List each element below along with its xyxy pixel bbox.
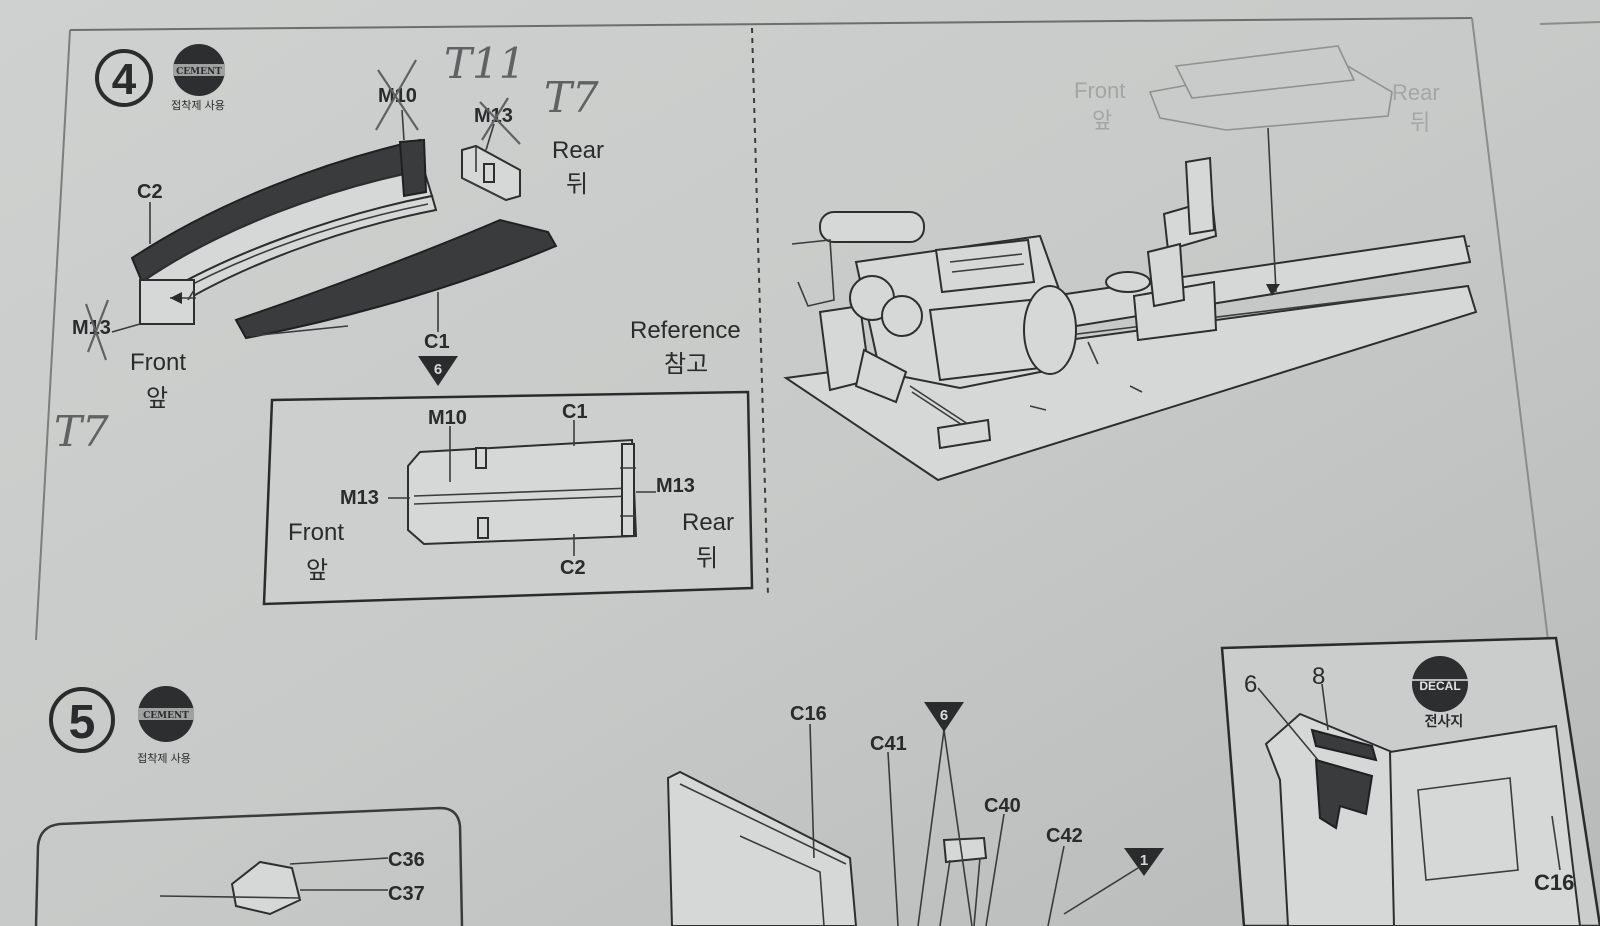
svg-text:6: 6 [434, 361, 442, 378]
label-c36: C36 [388, 849, 425, 871]
label-front-ko: 앞 [146, 385, 168, 412]
label-c1: C1 [424, 331, 450, 353]
label-c16: C16 [790, 703, 827, 725]
svg-text:1: 1 [1140, 852, 1148, 869]
chassis-rear-ko: 뒤 [1410, 110, 1430, 135]
decal-number-6: 6 [1244, 671, 1257, 698]
cement-caption: 접착제 사용 [171, 99, 225, 112]
cement-badge-text-step5: CEMENT [143, 711, 189, 721]
handwritten-corrections: T11 T7 T7 [54, 39, 599, 456]
chassis-rear-en: Rear [1392, 80, 1440, 105]
label-m10: M10 [378, 85, 417, 107]
chassis-front-en: Front [1074, 78, 1125, 103]
decal-box: 6 8 DECAL 전사지 C16 [1220, 636, 1600, 926]
step5-subbox [34, 806, 464, 926]
label-c37: C37 [388, 883, 425, 905]
ref-label-rear-ko: 뒤 [696, 545, 718, 572]
label-c40: C40 [984, 795, 1021, 817]
reference-triangle-icon: 6 [418, 356, 458, 386]
ref-label-m10: M10 [428, 407, 467, 429]
decal-caption: 전사지 [1425, 713, 1464, 729]
label-rear-en: Rear [552, 137, 604, 164]
label-c2: C2 [137, 181, 163, 203]
marker-6-triangle-icon: 6 [924, 702, 964, 732]
chassis-drawing [783, 45, 1478, 482]
decal-number-8: 8 [1312, 663, 1325, 690]
reference-box: M10 C1 M13 M13 C2 Front 앞 Rear 뒤 [262, 390, 754, 606]
handwritten-t7-top: T7 [544, 73, 599, 122]
step5-number: 5 [69, 696, 96, 749]
cement-badge-text: CEMENT [176, 67, 222, 77]
label-rear-ko: 뒤 [566, 171, 588, 198]
chassis-front-ko: 앞 [1092, 108, 1112, 133]
step4-frame [69, 17, 1473, 31]
floor-assembly-drawing [130, 138, 558, 340]
decal-badge-text: DECAL [1419, 679, 1460, 693]
handwritten-t7-left: T7 [54, 407, 109, 456]
svg-text:6: 6 [940, 707, 948, 724]
ref-label-m13-left: M13 [340, 487, 379, 509]
step4-number: 4 [112, 55, 137, 104]
cement-caption-step5: 접착제 사용 [137, 752, 191, 765]
step5-header: 5 CEMENT 접착제 사용 [49, 686, 194, 765]
decal-icon [1412, 656, 1468, 712]
ref-label-front-en: Front [288, 519, 344, 546]
ref-label-c2: C2 [560, 557, 586, 579]
handwritten-t11: T11 [444, 39, 525, 88]
step4-header: 4 CEMENT 접착제 사용 [95, 44, 225, 112]
label-front-en: Front [130, 349, 186, 376]
label-m13-left: M13 [72, 317, 111, 339]
label-c16-right: C16 [1534, 870, 1574, 895]
ref-label-rear-en: Rear [682, 509, 734, 536]
marker-1-triangle-icon: 1 [1124, 848, 1164, 876]
ref-label-m13-right: M13 [656, 475, 695, 497]
label-c42: C42 [1046, 825, 1083, 847]
ref-label-c1: C1 [562, 401, 588, 423]
step5-parts-drawing [666, 770, 988, 926]
dashed-divider [751, 27, 769, 597]
label-reference-ko: 참고 [664, 351, 708, 378]
label-c41: C41 [870, 733, 907, 755]
label-reference-en: Reference [630, 317, 741, 344]
ref-label-front-ko: 앞 [306, 557, 328, 584]
